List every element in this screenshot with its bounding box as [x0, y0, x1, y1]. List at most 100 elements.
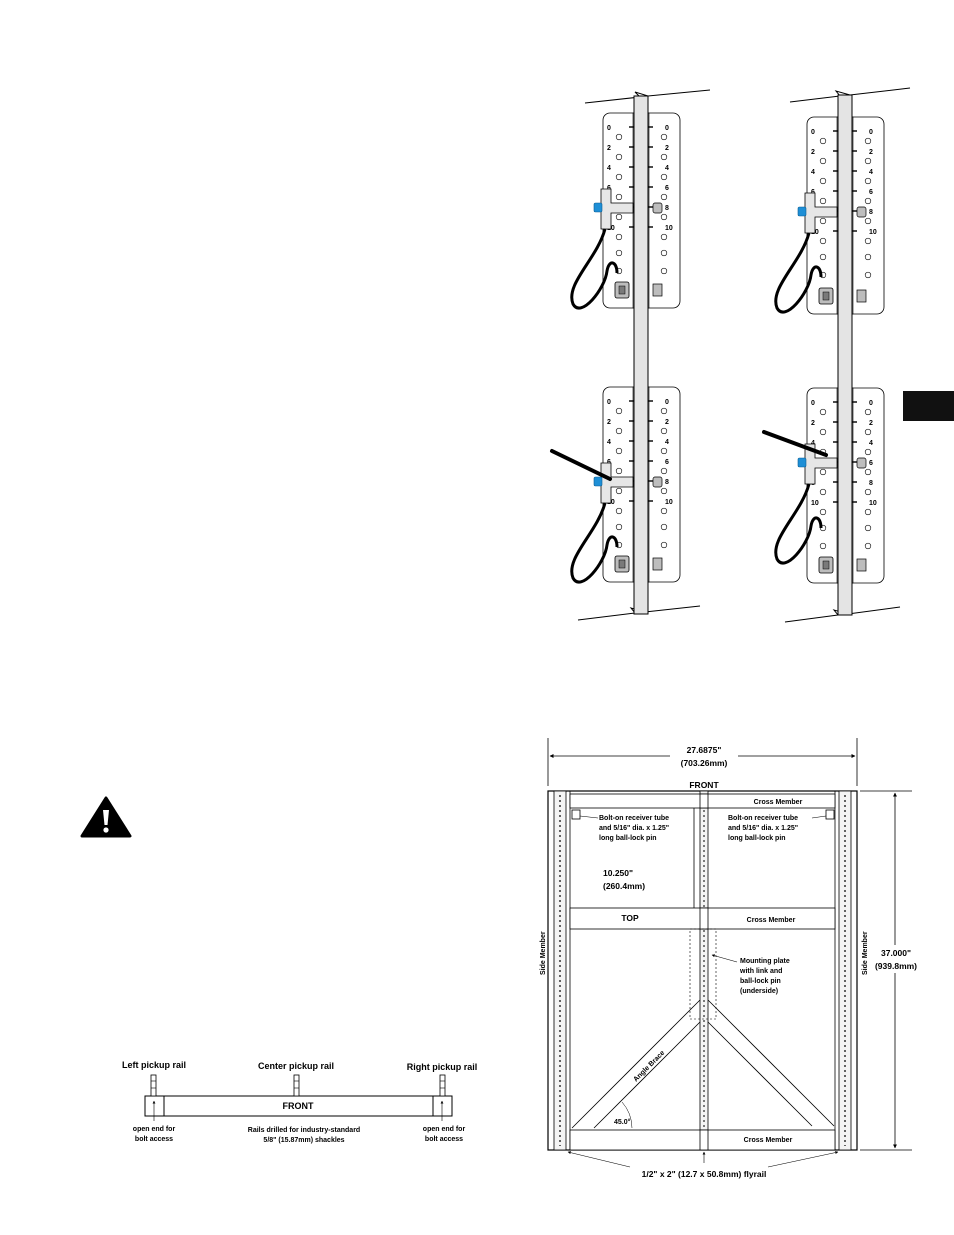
blue-release-button [593, 202, 603, 213]
shackle-nut [856, 289, 867, 303]
plate-hole [864, 253, 872, 261]
vertical-pipes [633, 94, 853, 616]
angle-value-label: 45.0° [614, 1118, 631, 1126]
receiver-right-line-3: long ball-lock pin [728, 835, 786, 842]
plate-hole [660, 133, 668, 141]
scale-number-left: 4 [811, 440, 815, 447]
scale-number-right: 10 [869, 500, 877, 507]
plate-hole [819, 428, 827, 436]
plate-hole [819, 408, 827, 416]
scale-number-right: 6 [869, 189, 873, 196]
plate-hole [615, 427, 623, 435]
plate-hole [615, 233, 623, 241]
plate-hole [615, 507, 623, 515]
scale-number-right: 10 [665, 225, 673, 232]
scale-number-left: 2 [607, 145, 611, 152]
receiver-right-line-2: and 5/16" dia. x 1.25" [728, 825, 798, 832]
mounting-plate-assemblies: 00224466881010+300224466881010+300224466… [570, 112, 885, 584]
plate-hole [864, 237, 872, 245]
plate-hole [660, 507, 668, 515]
plate-hole [864, 197, 872, 205]
mounting-plate-3: 00224466881010+3 [570, 386, 681, 584]
frame-width-dimension-mm: (703.26mm) [681, 758, 728, 768]
mounting-plate-2: 00224466881010+3 [774, 116, 885, 315]
plate-hole [660, 541, 668, 549]
receiver-right-line-1: Bolt-on receiver tube [728, 815, 798, 822]
lock-knob [652, 476, 663, 488]
mounting-plate-4: 00224466881010+3 [774, 387, 885, 584]
plate-hole [819, 508, 827, 516]
lanyard-cable [570, 502, 619, 584]
plate-hole [615, 249, 623, 257]
lanyard-cable [774, 483, 823, 565]
plate-hole [819, 197, 827, 205]
plate-hole [864, 524, 872, 532]
lanyard-cable [774, 232, 823, 314]
right-pickup-rail-label: Right pickup rail [407, 1062, 478, 1072]
scale-number-left: 2 [811, 149, 815, 156]
scale-number-right: 6 [665, 185, 669, 192]
right-open-end-line-2: bolt access [425, 1136, 463, 1143]
plate-hole [660, 427, 668, 435]
plate-hole [864, 468, 872, 476]
scale-number-left: 4 [607, 165, 611, 172]
plate-hole [660, 153, 668, 161]
mounting-plate-1: 00224466881010+3 [570, 112, 681, 310]
spacing-dimension: 10.250" [603, 868, 633, 878]
scale-number-right: 2 [665, 145, 669, 152]
plate-hole [615, 153, 623, 161]
plate-hole [864, 448, 872, 456]
receiver-left-line-2: and 5/16" dia. x 1.25" [599, 825, 669, 832]
scale-number-right: 0 [665, 399, 669, 406]
shackle-nut [856, 558, 867, 572]
lock-knob [856, 457, 867, 469]
left-pickup-rail-label: Left pickup rail [122, 1060, 186, 1070]
receiver-left-line-3: long ball-lock pin [599, 835, 657, 842]
plate-hole [615, 193, 623, 201]
cross-member-bottom-label: Cross Member [744, 1137, 793, 1144]
plate-hole [864, 508, 872, 516]
mounting-plate-line-4: (underside) [740, 988, 778, 995]
pointer-lines [550, 430, 828, 481]
scale-number-left: 2 [607, 419, 611, 426]
frame-front-label: FRONT [689, 780, 719, 790]
scale-number-left: 2 [811, 420, 815, 427]
frame-height-dimension-mm: (939.8mm) [875, 961, 917, 971]
plate-hole [819, 217, 827, 225]
scale-number-right: 2 [869, 420, 873, 427]
plate-hole [660, 487, 668, 495]
shackle-note-line-2: 5/8" (15.87mm) shackles [263, 1137, 344, 1144]
side-member-left-label: Side Member [540, 931, 547, 975]
shackle-bolt-head [822, 560, 830, 570]
plate-hole [819, 237, 827, 245]
plate-hole [819, 157, 827, 165]
plate-hole [615, 523, 623, 531]
scale-number-right: 0 [665, 125, 669, 132]
scale-number-right: 6 [869, 460, 873, 467]
plate-hole [615, 407, 623, 415]
scale-number-right: 8 [665, 479, 669, 486]
plate-hole [615, 213, 623, 221]
scale-number-left: 0 [811, 129, 815, 136]
mounting-plate-line-1: Mounting plate [740, 958, 790, 965]
side-member-right-label: Side Member [862, 931, 869, 975]
scale-number-right: 6 [665, 459, 669, 466]
break-lines [577, 87, 911, 623]
scale-number-left: 0 [607, 125, 611, 132]
plate-hole [864, 217, 872, 225]
plate-hole [615, 467, 623, 475]
plate-hole [864, 408, 872, 416]
scale-number-right: 8 [665, 205, 669, 212]
plate-hole [864, 428, 872, 436]
plate-hole [819, 137, 827, 145]
plate-hole [819, 542, 827, 550]
shackle-bolt-head [618, 285, 626, 295]
frame-top-label: TOP [621, 913, 639, 923]
scale-number-right: 8 [869, 480, 873, 487]
shackle-nut [652, 557, 663, 571]
scale-number-right: 4 [869, 440, 873, 447]
shackle-bolt-head [618, 559, 626, 569]
scale-number-left: 0 [811, 400, 815, 407]
pickup-rail-diagram: Left pickup rail Center pickup rail Righ… [122, 1060, 477, 1144]
plate-hole [660, 447, 668, 455]
